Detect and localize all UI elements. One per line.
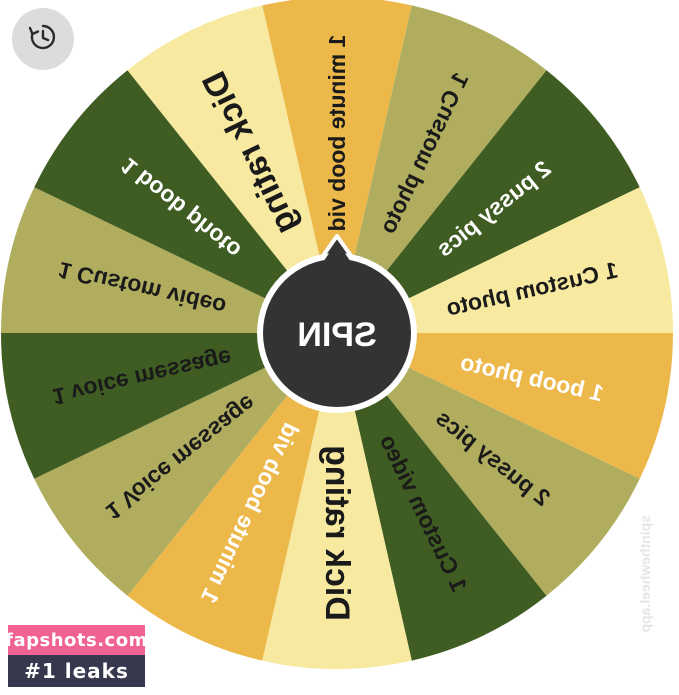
wheel-segment <box>337 333 547 661</box>
wheel-segment <box>262 0 412 333</box>
wheel-segment <box>337 333 640 596</box>
wheel-segment <box>337 70 640 333</box>
wheel-segment <box>1 333 337 479</box>
wheel-hub[interactable]: SPIN <box>257 234 417 413</box>
wheel-segment-label: Dick rating <box>318 445 356 621</box>
spin-button[interactable] <box>263 259 411 407</box>
history-icon <box>27 21 59 58</box>
wheel-segment <box>34 70 337 333</box>
side-watermark-text: spinthewheel.app <box>640 515 653 632</box>
wheel-segment-label: 1 minute boob vid <box>324 35 350 232</box>
spin-label[interactable]: SPIN <box>297 316 376 354</box>
side-watermark: spinthewheel.app <box>640 515 653 632</box>
wheel-segment <box>337 187 673 333</box>
wheel-segment <box>1 187 337 333</box>
watermark-brand: fapshots.com <box>5 625 147 655</box>
wheel-segment <box>34 333 337 596</box>
wheel-segment <box>127 333 338 661</box>
wheel-pointer-fill <box>323 242 351 262</box>
wheel-segments <box>1 0 673 669</box>
watermark-tag: #1 leaks <box>8 655 145 687</box>
wheel-segment <box>337 333 673 479</box>
wheel-segment <box>337 5 547 333</box>
reset-button[interactable] <box>12 8 74 70</box>
wheel-segment <box>127 5 338 333</box>
wheel-segment <box>262 333 412 669</box>
